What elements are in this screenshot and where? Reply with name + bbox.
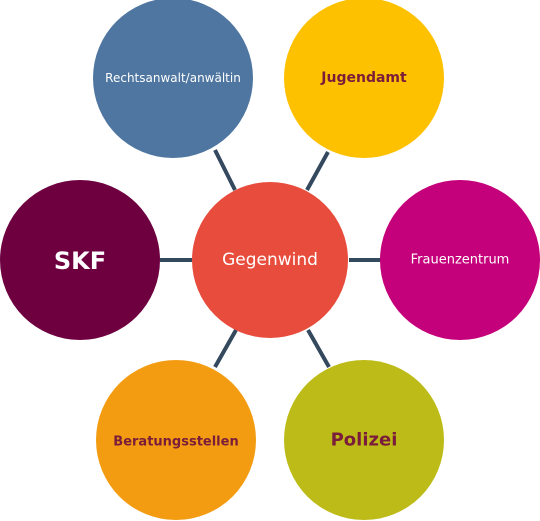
connector-jugendamt — [305, 151, 330, 191]
node-center-label: Gegenwind — [222, 250, 318, 270]
node-skf: SKF — [0, 180, 160, 340]
node-polizei: Polizei — [284, 360, 444, 520]
node-polizei-label: Polizei — [331, 430, 398, 451]
node-beratungsstellen: Beratungsstellen — [96, 360, 256, 520]
node-center: Gegenwind — [192, 182, 348, 338]
node-frauenzentrum: Frauenzentrum — [380, 180, 540, 340]
connectors — [160, 149, 381, 368]
node-frauenzentrum-circle — [380, 180, 540, 340]
node-rechtsanwalt-circle — [93, 0, 253, 158]
connector-polizei — [306, 329, 331, 368]
node-polizei-circle — [284, 360, 444, 520]
node-beratungsstellen-circle — [96, 360, 256, 520]
connector-beratungsstellen — [213, 329, 238, 368]
node-center-circle — [192, 182, 348, 338]
node-skf-label: SKF — [54, 247, 106, 275]
connector-rechtsanwalt — [213, 149, 237, 191]
node-rechtsanwalt: Rechtsanwalt/anwältin — [93, 0, 253, 158]
node-frauenzentrum-label: Frauenzentrum — [411, 253, 510, 268]
node-skf-circle — [0, 180, 160, 340]
node-jugendamt: Jugendamt — [284, 0, 444, 158]
node-beratungsstellen-label: Beratungsstellen — [113, 435, 238, 450]
node-jugendamt-circle — [284, 0, 444, 158]
node-jugendamt-label: Jugendamt — [320, 70, 407, 86]
node-rechtsanwalt-label: Rechtsanwalt/anwältin — [105, 71, 241, 85]
